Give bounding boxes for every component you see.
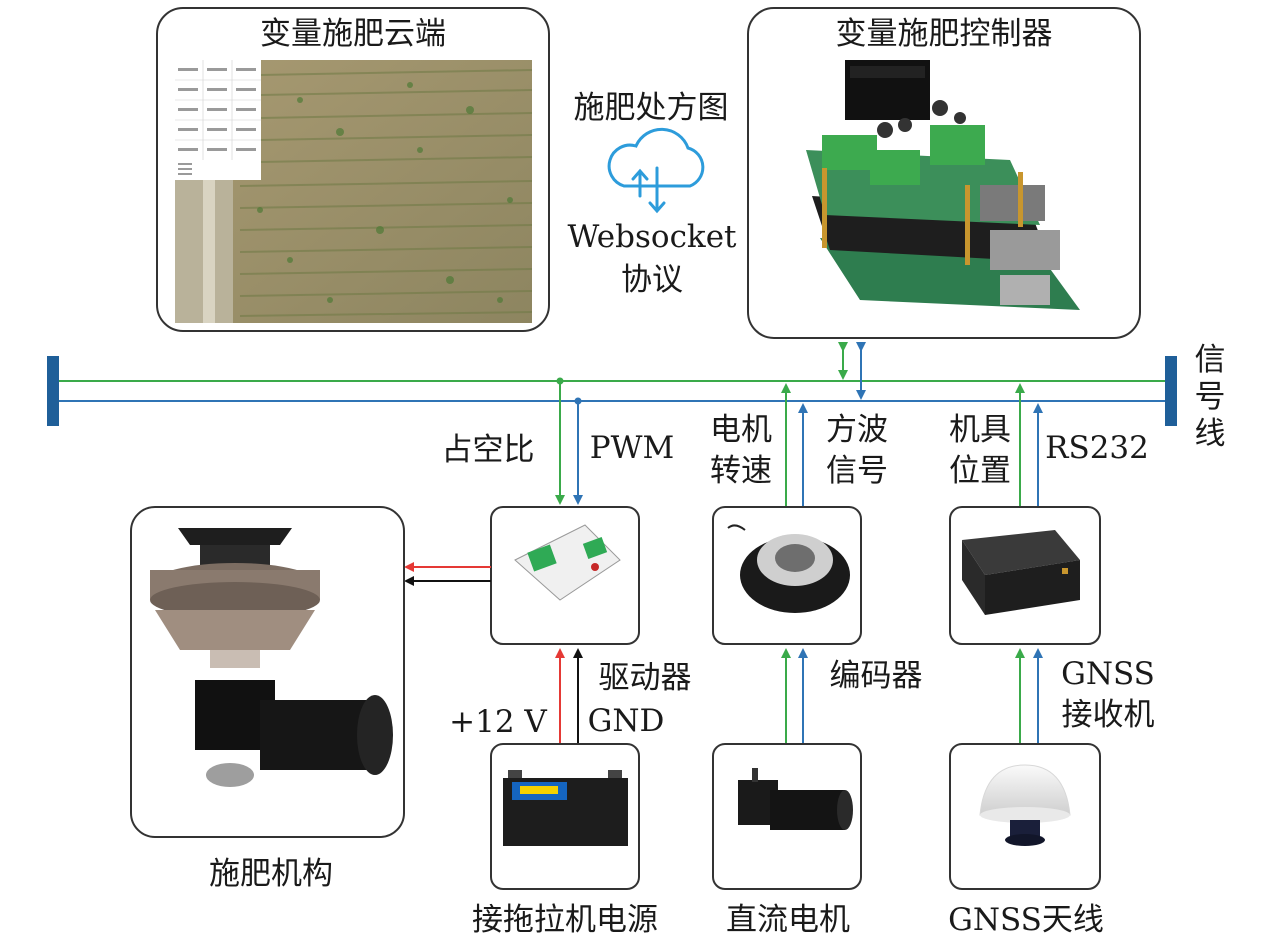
gnss-receiver-label-1: GNSS [1061,656,1155,692]
gnss-receiver-label-2: 接收机 [1062,697,1155,733]
cloud-sync-icon [607,127,705,214]
rs232-label: RS232 [1045,430,1149,466]
signal-line-label-2: 号 [1195,379,1226,415]
plus12v-label: +12 V [449,704,547,740]
battery-box [490,743,640,890]
gnss-receiver-box [949,506,1101,645]
dc-motor-box [712,743,862,890]
prescription-map-label: 施肥处方图 [574,90,729,126]
bus-right-terminal [1165,356,1177,426]
motor-speed-label-1: 电机 [710,412,772,448]
square-wave-label-1: 方波 [826,412,888,448]
square-wave-label-2: 信号 [826,453,888,489]
cloud-panel: 变量施肥云端 [156,7,550,332]
protocol-label-line1: Websocket [567,219,737,255]
bus-left-terminal [47,356,59,426]
machine-position-label-1: 机具 [949,412,1011,448]
protocol-label-line2: 协议 [621,262,683,298]
cloud-title: 变量施肥云端 [260,16,446,52]
fertilizer-mechanism-box [130,506,405,838]
dc-motor-label: 直流电机 [726,902,850,938]
duty-cycle-label: 占空比 [442,432,535,468]
driver-label: 驱动器 [599,660,692,696]
signal-line-label-3: 线 [1195,416,1226,452]
signal-bus: 信 号 线 [47,342,1226,452]
machine-position-label-2: 位置 [949,453,1011,489]
signal-line-label-1: 信 [1195,342,1226,378]
gnss-antenna-box [949,743,1101,890]
controller-title: 变量施肥控制器 [836,16,1053,52]
fertilizer-mechanism-label: 施肥机构 [209,856,333,892]
gnd-label: GND [588,703,665,739]
field-map-image [175,60,533,323]
controller-panel: 变量施肥控制器 [747,7,1141,339]
gnss-antenna-label: GNSS天线 [948,902,1104,938]
encoder-box [712,506,862,645]
encoder-label: 编码器 [830,658,923,694]
controller-bus-link [838,342,866,400]
driver-box [490,506,640,645]
motor-speed-label-2: 转速 [710,453,772,489]
pwm-label: PWM [590,430,674,466]
controller-board-image [806,60,1080,310]
battery-label: 接拖拉机电源 [472,902,658,938]
